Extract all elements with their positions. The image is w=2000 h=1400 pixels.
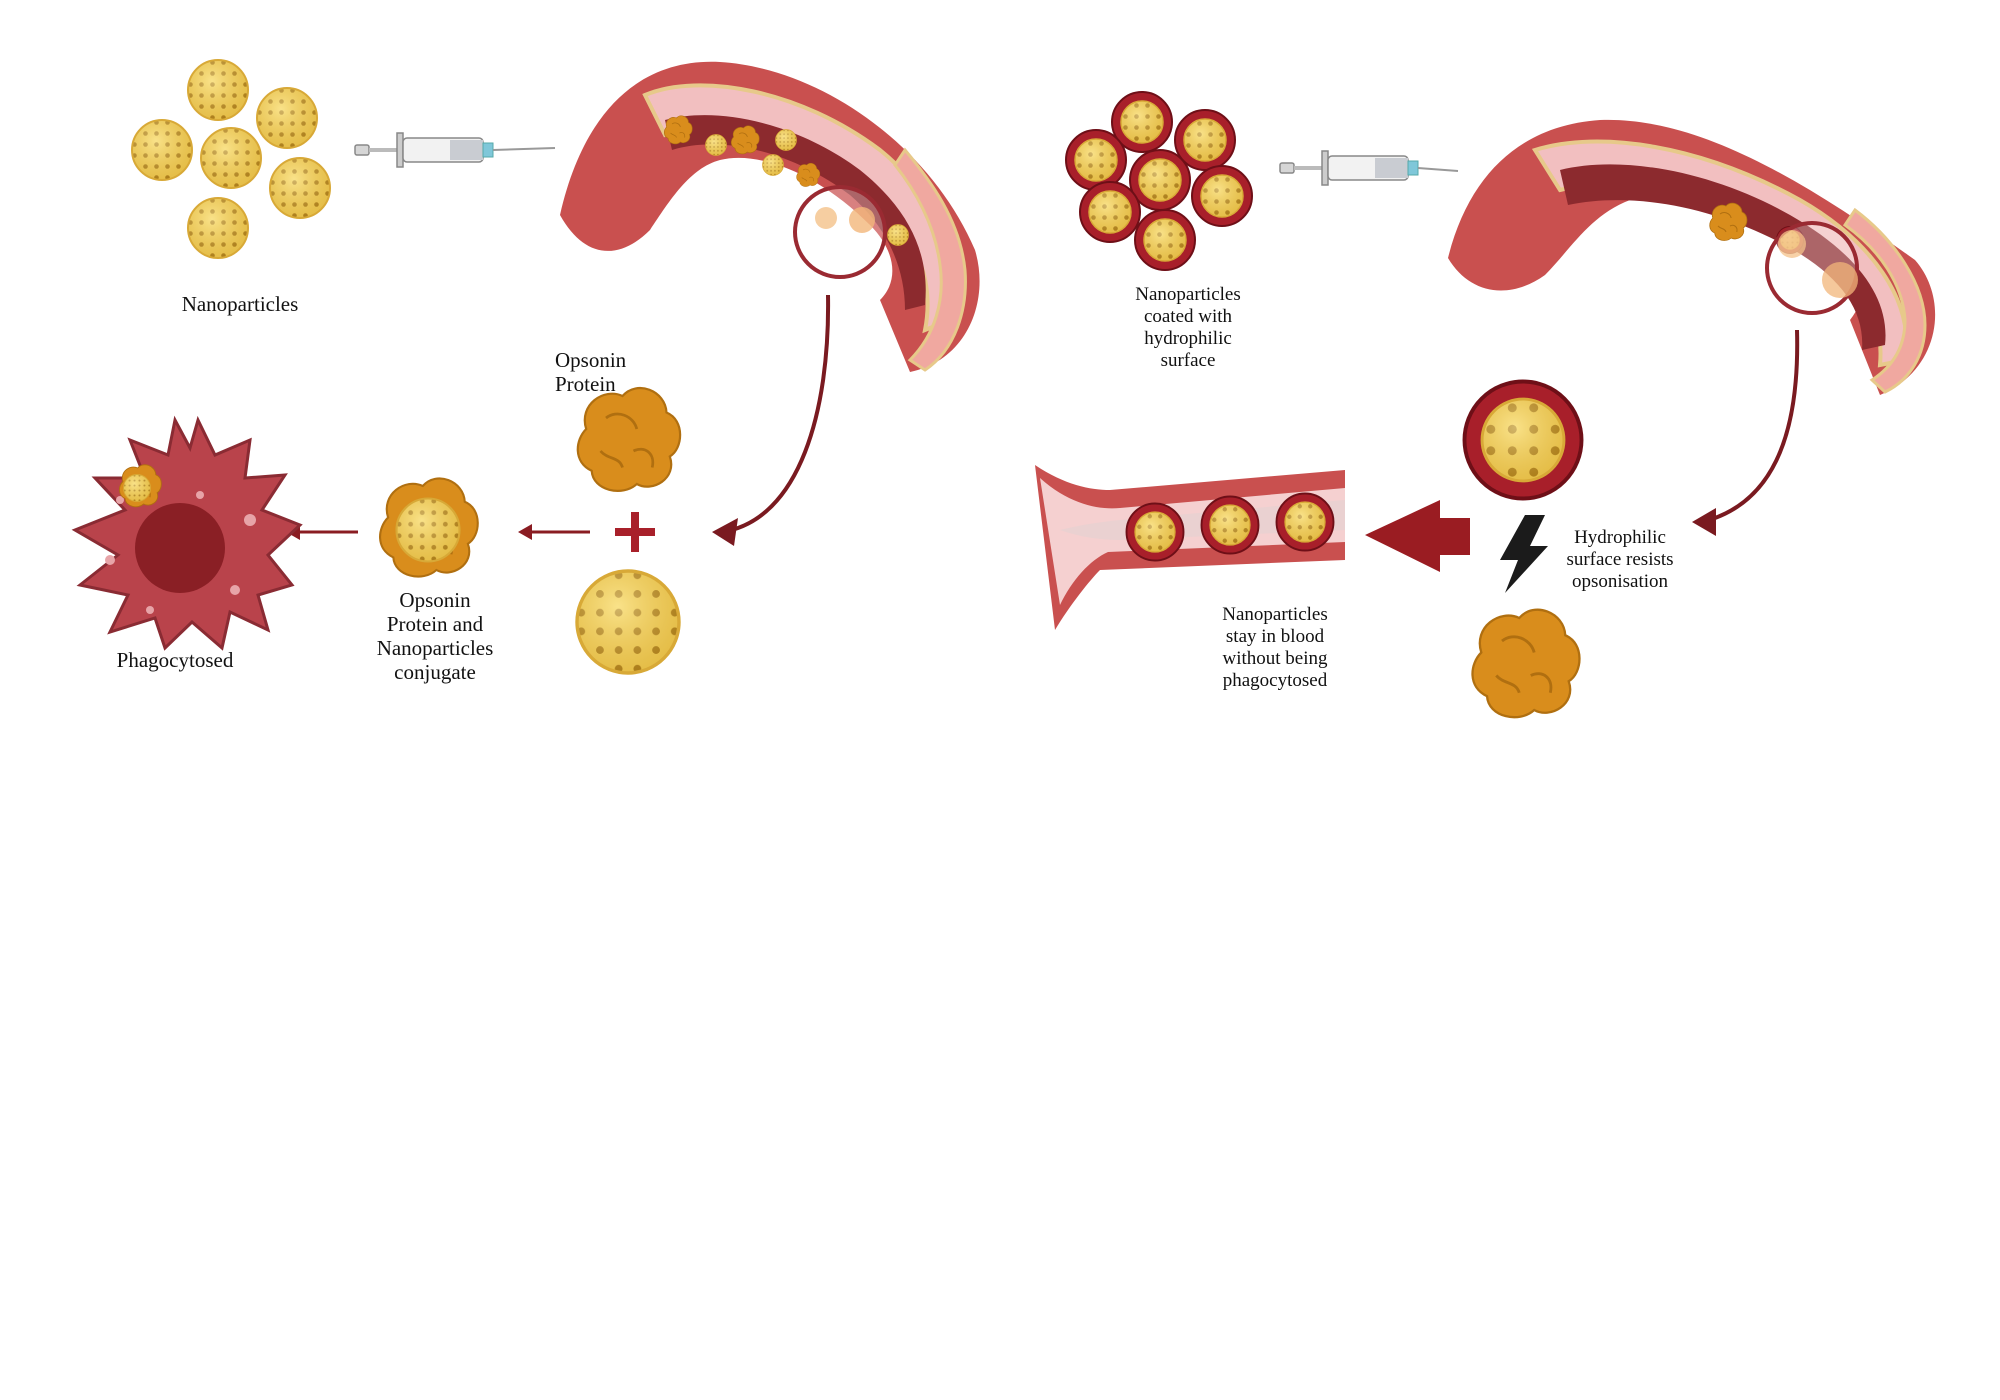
curved-arrow-right	[1701, 329, 1800, 524]
curved-arrow-left	[721, 294, 831, 534]
magnifier-circle-left	[793, 185, 887, 279]
magnifier-circle-right	[1765, 221, 1859, 315]
label-opsonin-protein: Opsonin Protein	[555, 348, 627, 397]
nanoparticle-cluster	[131, 59, 331, 259]
nanoparticle-icon	[575, 569, 681, 675]
plus-icon	[615, 512, 655, 552]
arrowhead-left	[712, 518, 738, 546]
coated-nanoparticle-cluster	[1065, 91, 1253, 271]
opsonin-protein-icon	[576, 386, 682, 493]
conjugate-icon	[378, 477, 480, 578]
label-coated-nanoparticles: Nanoparticles coated with hydrophilic su…	[1135, 284, 1241, 371]
opsonin-protein-icon-right	[1471, 608, 1581, 719]
blood-vessel-left	[560, 61, 980, 372]
label-conjugate: Opsonin Protein and Nanoparticles conjug…	[376, 588, 494, 685]
label-nanoparticles: Nanoparticles	[181, 292, 299, 316]
blood-vessel-right	[1448, 119, 1936, 395]
syringe-icon	[354, 132, 556, 168]
lightning-icon	[1500, 515, 1548, 593]
label-phagocytosed: Phagocytosed	[116, 648, 234, 672]
phagocyte-icon	[71, 415, 303, 651]
label-stay-in-blood: Nanoparticles stay in blood without bein…	[1222, 604, 1328, 691]
block-arrow-left	[1365, 500, 1470, 572]
vessel-segment	[1035, 465, 1345, 630]
syringe-icon-right	[1279, 150, 1459, 186]
label-hydrophilic-resists: Hydrophilic surface resists opsonisation	[1566, 527, 1674, 592]
arrowhead-right	[1692, 508, 1716, 536]
coated-nanoparticle-large	[1462, 379, 1584, 501]
